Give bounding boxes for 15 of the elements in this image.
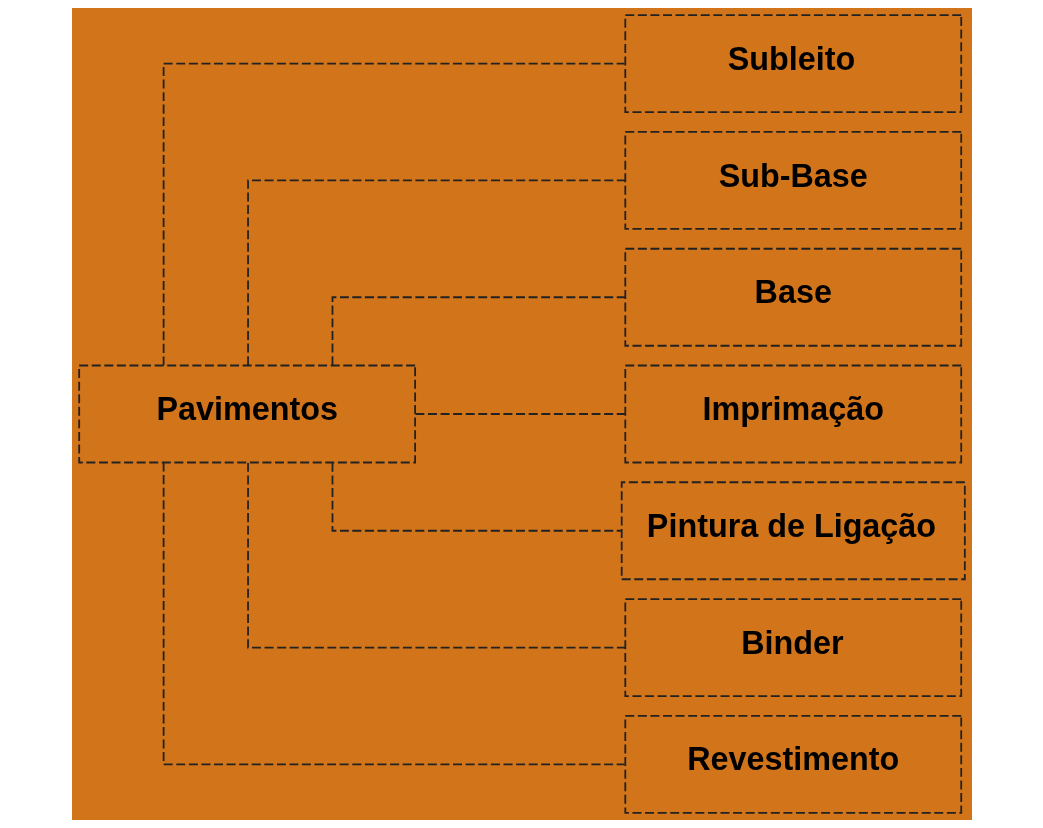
connector — [246, 179, 626, 366]
node-box: Subleito — [623, 14, 962, 114]
node-box: Revestimento — [623, 714, 962, 814]
node-box: Pintura de Ligação — [620, 481, 966, 581]
node-box: Imprimação — [623, 364, 962, 464]
connector — [331, 461, 623, 532]
connector — [246, 462, 626, 649]
connector — [331, 296, 626, 367]
connector — [414, 413, 626, 415]
node-box: Binder — [623, 598, 962, 697]
connector — [162, 62, 625, 367]
node-box: Pavimentos — [77, 364, 416, 464]
node-box: Base — [623, 247, 962, 347]
connector — [162, 461, 625, 766]
node-box: Sub-Base — [623, 131, 962, 230]
